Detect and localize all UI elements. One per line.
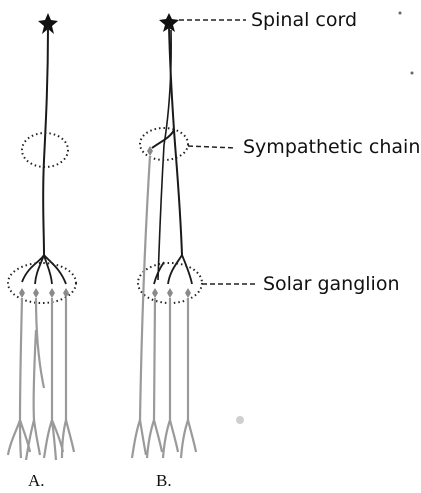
spinal-cord-label: Spinal cord — [251, 9, 357, 31]
stray-dot — [399, 12, 402, 15]
panel-a-ganglion-cells — [19, 288, 69, 298]
panel-b-preganglionic-fiber — [152, 26, 182, 255]
panel-a-postganglionic-fibers — [8, 298, 74, 460]
panel-b-branches — [154, 255, 192, 284]
panel-b-diagram — [132, 13, 258, 458]
sympathetic-chain-leader-line — [188, 146, 236, 148]
panel-b-ganglion-cells — [152, 288, 191, 298]
stray-dot — [236, 416, 244, 424]
sympathetic-chain-label: Sympathetic chain — [243, 136, 420, 158]
panel-a-branches — [22, 255, 66, 284]
panel-a-preganglionic-fiber — [43, 27, 48, 255]
panel-a-diagram — [8, 13, 76, 460]
panel-a-label: A. — [28, 471, 45, 490]
solar-ganglion-label: Solar ganglion — [263, 273, 400, 295]
stray-dot — [411, 72, 414, 75]
panel-b-postganglionic-fibers — [132, 156, 196, 458]
panel-b-label: B. — [156, 471, 172, 490]
panel-b-preganglionic-fiber-2 — [158, 30, 171, 280]
